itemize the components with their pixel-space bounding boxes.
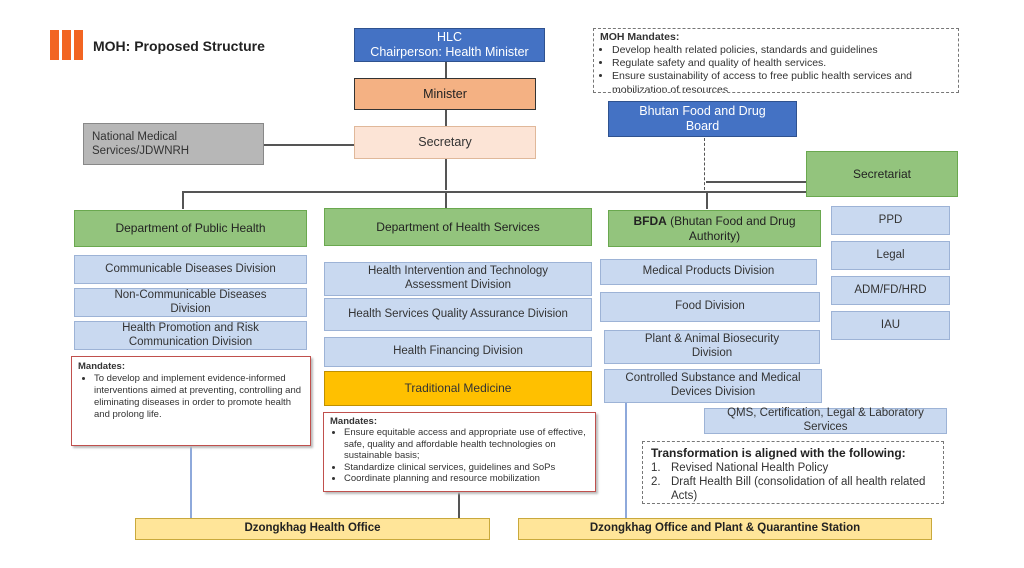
secretariat-box: Secretariat — [806, 151, 958, 197]
dept-public-health-box: Department of Public Health — [74, 210, 307, 247]
hlc-box: HLC Chairperson: Health Minister — [354, 28, 545, 62]
unit-ppd-box: PPD — [831, 206, 950, 235]
secretary-box: Secretary — [354, 126, 536, 159]
list-item: To develop and implement evidence-inform… — [94, 373, 304, 421]
list-item: Regulate safety and quality of health se… — [612, 57, 952, 70]
division-box: Food Division — [600, 292, 820, 322]
unit-iau-box: IAU — [831, 311, 950, 340]
division-box: Health Financing Division — [324, 337, 592, 367]
bhutan-food-drug-board-box: Bhutan Food and Drug Board — [608, 101, 797, 137]
bfda-box: BFDA (Bhutan Food and Drug Authority) — [608, 210, 821, 247]
page-title: MOH: Proposed Structure — [93, 38, 265, 54]
connector — [625, 392, 627, 518]
moh-mandates-box: MOH Mandates: Develop health related pol… — [593, 28, 959, 93]
connector — [445, 191, 447, 209]
connector — [445, 60, 447, 190]
dzongkhag-plant-quarantine-box: Dzongkhag Office and Plant & Quarantine … — [518, 518, 932, 540]
minister-box: Minister — [354, 78, 536, 110]
division-box: Non-Communicable Diseases Division — [74, 288, 307, 317]
list-item: Ensure equitable access and appropriate … — [344, 427, 589, 461]
dzongkhag-health-office-box: Dzongkhag Health Office — [135, 518, 490, 540]
dph-mandates-box: Mandates: To develop and implement evide… — [71, 356, 311, 446]
unit-legal-box: Legal — [831, 241, 950, 270]
list-item: Standardize clinical services, guideline… — [344, 462, 589, 473]
connector — [706, 191, 708, 209]
division-box: Communicable Diseases Division — [74, 255, 307, 284]
connector — [182, 191, 184, 209]
connector — [264, 144, 354, 146]
list-item: Ensure sustainability of access to free … — [612, 70, 952, 92]
list-item: Coordinate planning and resource mobiliz… — [344, 473, 589, 484]
list-item: 1.Revised National Health Policy — [651, 461, 829, 474]
division-box: Medical Products Division — [600, 259, 817, 285]
connector — [458, 492, 460, 518]
unit-adm-box: ADM/FD/HRD — [831, 276, 950, 305]
logo-bars-icon — [50, 30, 84, 60]
list-item: Develop health related policies, standar… — [612, 44, 952, 57]
division-box: Plant & Animal Biosecurity Division — [604, 330, 820, 364]
connector — [182, 191, 806, 193]
division-box: Health Intervention and Technology Asses… — [324, 262, 592, 296]
bfda-name: (Bhutan Food and Drug Authority) — [666, 214, 796, 243]
national-medical-services-box: National Medical Services/JDWNRH — [83, 123, 264, 165]
division-box: Health Promotion and Risk Communication … — [74, 321, 307, 350]
moh-mandates-list: Develop health related policies, standar… — [600, 44, 952, 92]
division-box: Health Services Quality Assurance Divisi… — [324, 298, 592, 331]
connector-dashed — [704, 138, 705, 190]
connector — [190, 446, 192, 518]
list-item: 2.Draft Health Bill (consolidation of al… — [651, 475, 926, 502]
moh-mandates-title: MOH Mandates: — [600, 31, 680, 43]
bfda-abbr: BFDA — [633, 214, 667, 229]
traditional-medicine-box: Traditional Medicine — [324, 371, 592, 406]
dept-health-services-box: Department of Health Services — [324, 208, 592, 246]
mandates-title: Mandates: — [330, 416, 377, 427]
division-box: QMS, Certification, Legal & Laboratory S… — [704, 407, 947, 434]
dhs-mandates-box: Mandates: Ensure equitable access and ap… — [323, 412, 596, 492]
division-box: Controlled Substance and Medical Devices… — [604, 369, 822, 403]
transformation-title: Transformation is aligned with the follo… — [651, 446, 906, 460]
transformation-box: Transformation is aligned with the follo… — [642, 441, 944, 504]
mandates-title: Mandates: — [78, 361, 125, 372]
connector — [706, 181, 806, 183]
